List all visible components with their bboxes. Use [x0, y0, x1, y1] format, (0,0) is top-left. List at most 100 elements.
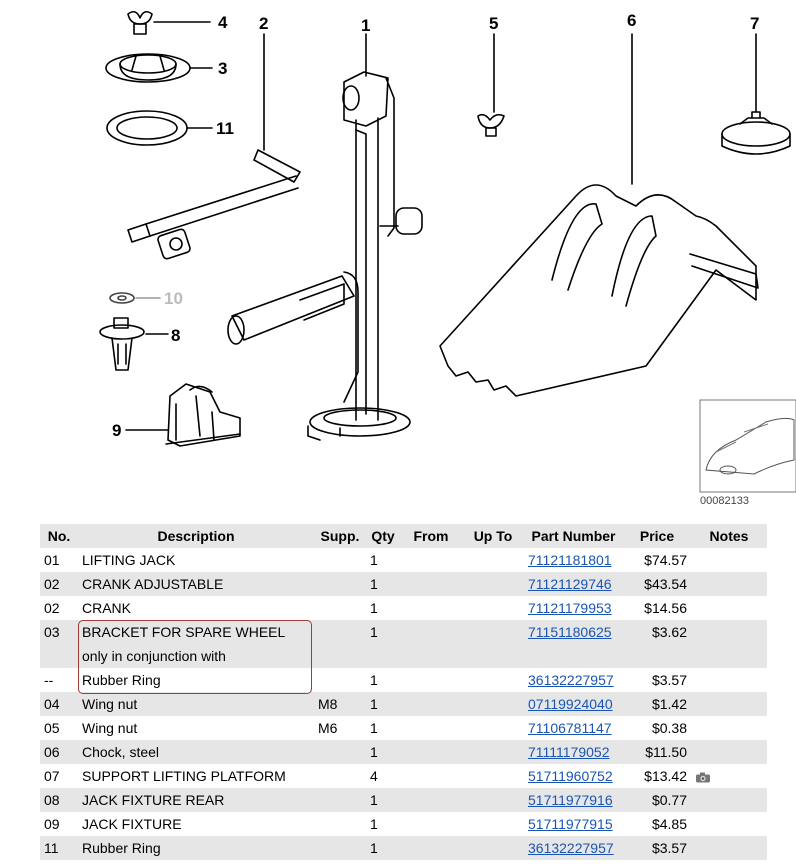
- jack-fixture-part-9: [165, 383, 241, 447]
- support-platform-part-7: [721, 111, 791, 155]
- callout-11: 11: [216, 119, 234, 138]
- table-header-row: No. Description Supp. Qty From Up To Par…: [40, 524, 767, 548]
- part-number-link[interactable]: 71121179953: [528, 600, 612, 616]
- callout-10: 10: [164, 289, 183, 308]
- part-number-link[interactable]: 07119924040: [528, 696, 613, 712]
- parts-table: No. Description Supp. Qty From Up To Par…: [40, 524, 767, 860]
- cell-price: $3.62: [651, 624, 687, 640]
- part-number-link[interactable]: 36132227957: [528, 840, 614, 856]
- cell-supp: M6: [318, 720, 338, 736]
- wing-nut-part-4: [127, 10, 153, 35]
- cell-qty: 1: [370, 792, 378, 808]
- cell-no: 08: [44, 792, 60, 808]
- cell-price: $14.56: [644, 600, 687, 616]
- wing-nut-part-5: [477, 113, 505, 137]
- cell-no: 09: [44, 816, 60, 832]
- table-row: -- Rubber Ring 1 36132227957 $3.57: [40, 668, 767, 692]
- cell-no: 01: [44, 552, 60, 568]
- part-number-link[interactable]: 36132227957: [528, 672, 614, 688]
- cell-supp: [314, 644, 366, 668]
- cell-supp: [314, 668, 366, 692]
- header-from: From: [400, 524, 462, 548]
- cell-price: $0.77: [651, 792, 687, 808]
- table-row: 02 CRANK ADJUSTABLE 1 71121129746 $43.54: [40, 572, 767, 596]
- part-number-link[interactable]: 71111179052: [528, 744, 610, 760]
- table-row: 01 LIFTING JACK 1 71121181801 $74.57: [40, 548, 767, 572]
- cell-no: 02: [44, 576, 60, 592]
- header-price: Price: [623, 524, 691, 548]
- cell-description: Rubber Ring: [82, 672, 161, 688]
- cell-no: 07: [44, 768, 60, 784]
- cell-description: LIFTING JACK: [82, 552, 176, 568]
- cell-qty: 1: [370, 672, 378, 688]
- header-upto: Up To: [462, 524, 524, 548]
- callout-8: 8: [171, 326, 180, 345]
- part-number-link[interactable]: 51711960752: [528, 768, 613, 784]
- header-notes: Notes: [691, 524, 767, 548]
- callout-1: 1: [361, 16, 370, 35]
- cell-supp: [314, 548, 366, 572]
- cell-qty: [366, 644, 400, 668]
- cell-supp: [314, 572, 366, 596]
- parts-diagram: 4 3 11 2 1 5 6 7 10 8 9 00082133: [99, 10, 796, 507]
- cell-description: JACK FIXTURE: [82, 816, 182, 832]
- cell-no: 11: [44, 840, 59, 856]
- chock-part-6: [439, 184, 759, 397]
- cell-qty: 1: [370, 696, 378, 712]
- cell-no: 06: [44, 744, 60, 760]
- cell-qty: 4: [370, 768, 378, 784]
- cell-description: Wing nut: [82, 720, 138, 736]
- cell-qty: 1: [370, 720, 378, 736]
- table-row: 11 Rubber Ring 1 36132227957 $3.57: [40, 836, 767, 860]
- table-row: 03 BRACKET FOR SPARE WHEEL 1 71151180625…: [40, 620, 767, 644]
- part-number-link[interactable]: 51711977915: [528, 816, 613, 832]
- cell-price: $43.54: [644, 576, 687, 592]
- cell-price: $0.38: [651, 720, 687, 736]
- part-number-link[interactable]: 71121181801: [528, 552, 612, 568]
- camera-icon[interactable]: [695, 772, 711, 783]
- cell-qty: 1: [370, 840, 378, 856]
- jack-fixture-rear-part-8: [99, 317, 145, 371]
- cell-no: 02: [44, 600, 60, 616]
- table-row: 02 CRANK 1 71121179953 $14.56: [40, 596, 767, 620]
- cell-qty: 1: [370, 624, 378, 640]
- part-number-link[interactable]: 71151180625: [528, 624, 612, 640]
- part-number-link[interactable]: 71121129746: [528, 576, 612, 592]
- part-number-link[interactable]: 71106781147: [528, 720, 612, 736]
- cell-supp: [314, 620, 366, 644]
- table-row: 08 JACK FIXTURE REAR 1 51711977916 $0.77: [40, 788, 767, 812]
- cell-description: Rubber Ring: [82, 840, 161, 856]
- cell-price: $3.57: [651, 840, 687, 856]
- table-row: only in conjunction with: [40, 644, 767, 668]
- cell-supp: [314, 596, 366, 620]
- header-qty: Qty: [366, 524, 400, 548]
- cell-qty: 1: [370, 552, 378, 568]
- callout-7: 7: [750, 14, 759, 33]
- cell-no: [40, 644, 78, 668]
- callout-9: 9: [112, 421, 121, 440]
- cell-description: JACK FIXTURE REAR: [82, 792, 225, 808]
- table-row: 09 JACK FIXTURE 1 51711977915 $4.85: [40, 812, 767, 836]
- callout-5: 5: [489, 14, 498, 33]
- cell-supp: [314, 764, 366, 788]
- callout-6: 6: [627, 11, 636, 30]
- cell-no: 03: [44, 624, 60, 640]
- table-row: 07 SUPPORT LIFTING PLATFORM 4 5171196075…: [40, 764, 767, 788]
- cell-qty: 1: [370, 744, 378, 760]
- cell-description: only in conjunction with: [82, 648, 226, 664]
- lifting-jack-part-1: [227, 71, 423, 441]
- cell-no: 04: [44, 696, 60, 712]
- cell-supp: M8: [318, 696, 338, 712]
- bracket-part-3: [105, 53, 191, 83]
- callout-4: 4: [218, 13, 228, 32]
- cell-supp: [314, 812, 366, 836]
- notes-cell: [691, 764, 767, 788]
- cell-qty: 1: [370, 816, 378, 832]
- table-row: 04 Wing nut M8 1 07119924040 $1.42: [40, 692, 767, 716]
- cell-price: $74.57: [644, 552, 687, 568]
- cell-price: $1.42: [651, 696, 687, 712]
- header-no: No.: [40, 524, 78, 548]
- table-row: 05 Wing nut M6 1 71106781147 $0.38: [40, 716, 767, 740]
- part-number-link[interactable]: 51711977916: [528, 792, 613, 808]
- cell-price: $13.42: [644, 768, 687, 784]
